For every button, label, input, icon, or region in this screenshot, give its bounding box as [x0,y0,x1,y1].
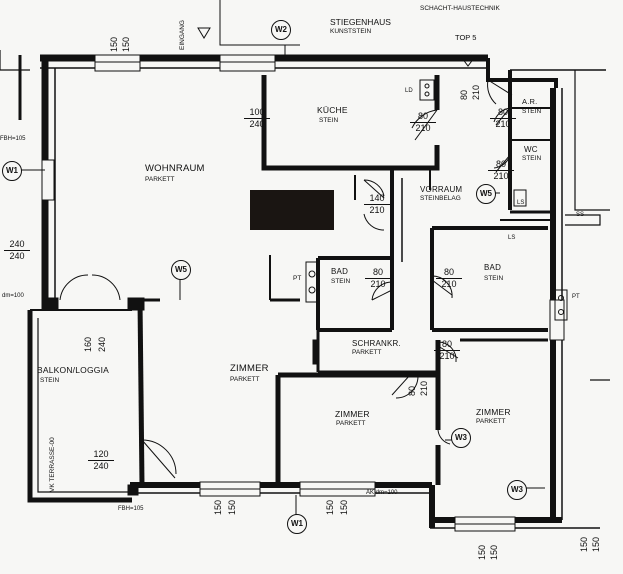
window-dim-b3-w: 150 [477,544,487,560]
room-balkon-name: BALKON/LOGGIA [37,365,110,375]
room-zimmer1-floor: PARKETT [230,376,260,383]
room-bad1-floor: STEIN [331,278,351,285]
note-ls-ar: LS [517,200,525,206]
window-dim-b4-w: 150 [579,536,589,552]
note-balkon-vert: VK TERRASSE-00 [49,437,56,492]
room-kueche-name: KÜCHE [317,105,348,115]
marker-w1-left: W1 [2,161,22,181]
window-dim-b1-h: 150 [227,499,237,515]
marker-w2: W2 [271,20,291,40]
room-wohnraum-floor: PARKETT [145,176,175,183]
note-fbh-left: FBH=105 [0,136,26,142]
room-wohnraum-name: WOHNRAUM [145,163,205,174]
room-bad2-floor: STEIN [484,275,504,282]
window-dim-top-w: 150 [109,36,119,52]
redacted-block [250,190,334,230]
window-dim-b2-h: 150 [339,499,349,515]
window-dim-b2-w: 150 [325,499,335,515]
stiegenhaus-floor-label: KUNSTSTEIN [330,28,372,35]
room-schrankr-floor: PARKETT [352,349,382,356]
room-vorraum-name: VORRAUM [420,185,463,194]
door-dim-160-w: 160 [83,336,93,352]
marker-w5-wohnraum: W5 [171,260,191,280]
note-ak-dm: AK dm=100 [366,490,398,496]
marker-w3-zimmer: W3 [451,428,471,448]
room-zimmer3-name: ZIMMER [476,407,511,417]
inner-walls [130,70,556,486]
room-wc-name: WC [524,145,538,154]
marker-w5-vorraum: W5 [476,184,496,204]
top-label: TOP 5 [455,33,477,42]
marker-w1-bottom: W1 [287,514,307,534]
room-bad2-name: BAD [484,263,502,272]
note-fbh-bottom: FBH=105 [118,506,144,512]
note-ss: SS [576,212,585,218]
fixtures [41,0,568,496]
room-wc-floor: STEIN [522,155,542,162]
room-ar-floor: STEIN [522,108,542,115]
marker-w3-right: W3 [507,480,527,500]
window-dim-b1-w: 150 [213,499,223,515]
door-dim-top-h: 210 [471,84,481,100]
window-dim-top-h: 150 [121,36,131,52]
room-balkon-floor: STEIN [40,377,60,384]
room-vorraum-floor: STEINBELAG [420,195,461,202]
eingang-label: EINGANG [179,20,186,50]
note-pt-right: PT [572,294,580,300]
door-dim-zimmer1-w: 80 [407,385,417,396]
door-swings [59,79,513,479]
note-dm-left: dm=100 [2,293,24,299]
room-zimmer3-floor: PARKETT [476,418,506,425]
room-bad1-name: BAD [331,267,349,276]
note-pt: PT [293,275,302,282]
window-dim-b3-h: 150 [489,544,499,560]
room-zimmer2-floor: PARKETT [336,420,366,427]
room-zimmer1-name: ZIMMER [230,363,269,374]
window-dim-b4-h: 150 [591,536,601,552]
note-ls-vorraum: LS [508,235,516,241]
door-dim-160-h: 240 [97,336,107,352]
door-dim-zimmer1-h: 210 [419,380,429,396]
room-kueche-floor: STEIN [319,117,339,124]
note-ld: LD [405,88,413,94]
adjacent-structure [0,50,610,381]
room-zimmer2-name: ZIMMER [335,409,370,419]
room-ar-name: A.R. [522,97,538,106]
room-schrankr-name: SCHRANKR. [352,339,401,348]
door-dim-top-w: 80 [459,89,469,100]
stiegenhaus-label: STIEGENHAUS [330,17,391,27]
schacht-label: SCHACHT-HAUSTECHNIK [420,5,500,12]
